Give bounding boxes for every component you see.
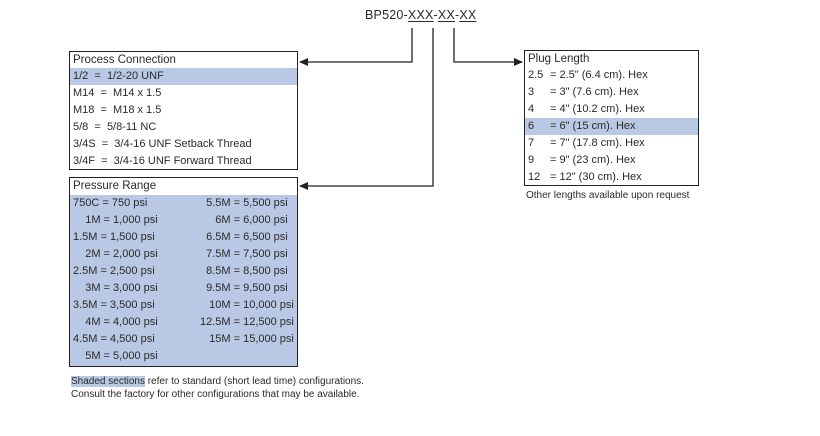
process-connection-box: Process Connection 1/2 = 1/2-20 UNF M14 =… [69, 51, 298, 170]
plug-length-option: 6 = 6" (15 cm). Hex [525, 118, 698, 135]
arrow-process-connection [299, 28, 413, 66]
process-connection-title: Process Connection [73, 54, 176, 66]
plug-length-description: = 4" (10.2 cm). Hex [550, 103, 645, 115]
plug-length-option: 7 = 7" (17.8 cm). Hex [525, 135, 698, 152]
footnote: Shaded sections refer to standard (short… [71, 375, 364, 401]
plug-length-option: 9 = 9" (23 cm). Hex [525, 152, 698, 169]
plug-length-option: 4 = 4" (10.2 cm). Hex [525, 101, 698, 118]
pressure-range-option: 7.5M = 7,500 psi [200, 248, 288, 260]
arrow-plug-length [453, 28, 523, 66]
pressure-range-option: 6.5M = 6,500 psi [200, 231, 288, 243]
pressure-range-left-column: 750C = 750 psi 1M = 1,000 psi 1.5M = 1,50… [73, 195, 158, 365]
plug-length-description: = 12" (30 cm). Hex [550, 171, 642, 183]
plug-length-code: 7 [528, 137, 535, 149]
process-connection-option: 5/8 = 5/8-11 NC [73, 121, 157, 133]
plug-length-code: 9 [528, 154, 535, 166]
plug-length-description: = 3" (7.6 cm). Hex [550, 86, 639, 98]
code-dash: - [433, 8, 438, 22]
plug-length-description: = 2.5" (6.4 cm). Hex [550, 69, 648, 81]
code-segment-connection: XXX [407, 8, 434, 22]
pressure-range-option: 6M = 6,000 psi [200, 214, 288, 226]
process-connection-option: 3/4F = 3/4-16 UNF Forward Thread [73, 155, 252, 167]
plug-length-code: 4 [528, 103, 535, 115]
pressure-range-option: 1M = 1,000 psi [73, 214, 158, 226]
pressure-range-option: 4M = 4,000 psi [73, 316, 158, 328]
process-connection-option: 1/2 = 1/2-20 UNF [70, 68, 297, 85]
pressure-range-box: Pressure Range 750C = 750 psi 1M = 1,000… [69, 177, 298, 367]
pressure-range-option: 15M = 15,000 psi [200, 333, 294, 345]
plug-length-option: 12 = 12" (30 cm). Hex [525, 169, 698, 186]
pressure-range-option: 4.5M = 4,500 psi [73, 333, 155, 345]
footnote-highlight: Shaded sections [71, 376, 145, 387]
part-number-code: BP520-XXX-XX-XX [365, 8, 476, 22]
pressure-range-option: 8.5M = 8,500 psi [200, 265, 288, 277]
plug-length-box: Plug Length 2.5 = 2.5" (6.4 cm). Hex 3 = 3"… [524, 50, 699, 186]
code-segment-length: XX [459, 8, 477, 22]
pressure-range-title: Pressure Range [73, 180, 157, 192]
process-connection-option: 3/4S = 3/4-16 UNF Setback Thread [73, 138, 252, 150]
pressure-range-right-column: 5.5M = 5,500 psi 6M = 6,000 psi 6.5M = 6… [200, 195, 294, 348]
footnote-line-1-rest: refer to standard (short lead time) conf… [144, 376, 364, 387]
plug-length-code: 12 [528, 171, 541, 183]
plug-length-list: 2.5 = 2.5" (6.4 cm). Hex 3 = 3" (7.6 cm). H… [525, 67, 698, 186]
plug-length-title: Plug Length [528, 53, 590, 65]
pressure-range-option: 2.5M = 2,500 psi [73, 265, 155, 277]
plug-length-code: 6 [528, 120, 535, 132]
code-segment-pressure: XX [437, 8, 455, 22]
plug-length-description: = 6" (15 cm). Hex [550, 120, 636, 132]
pressure-range-options: 750C = 750 psi 1M = 1,000 psi 1.5M = 1,50… [70, 195, 297, 366]
pressure-range-option: 3M = 3,000 psi [73, 282, 158, 294]
pressure-range-option: 9.5M = 9,500 psi [200, 282, 288, 294]
pressure-range-option: 12.5M = 12,500 psi [200, 316, 294, 328]
footnote-line-1: Shaded sections refer to standard (short… [71, 375, 364, 388]
plug-length-code: 3 [528, 86, 535, 98]
process-connection-option: M14 = M14 x 1.5 [73, 87, 162, 99]
pressure-range-option: 750C = 750 psi [73, 197, 148, 209]
pressure-range-option: 10M = 10,000 psi [200, 299, 294, 311]
plug-length-option: 3 = 3" (7.6 cm). Hex [525, 84, 698, 101]
code-dash: - [454, 8, 460, 22]
plug-length-description: = 7" (17.8 cm). Hex [550, 137, 645, 149]
footnote-line-2: Consult the factory for other configurat… [71, 389, 360, 400]
plug-length-description: = 9" (23 cm). Hex [550, 154, 636, 166]
arrow-pressure-range [299, 28, 434, 190]
process-connection-option: M18 = M18 x 1.5 [73, 104, 162, 116]
plug-length-option: 2.5 = 2.5" (6.4 cm). Hex [525, 67, 698, 84]
pressure-range-option: 3.5M = 3,500 psi [73, 299, 155, 311]
pressure-range-option: 1.5M = 1,500 psi [73, 231, 155, 243]
code-prefix: BP520- [365, 8, 408, 22]
plug-length-code: 2.5 [528, 69, 544, 81]
pressure-range-option: 5M = 5,000 psi [73, 350, 158, 362]
plug-length-note: Other lengths available upon request [526, 190, 690, 201]
pressure-range-option: 5.5M = 5,500 psi [200, 197, 288, 209]
pressure-range-option: 2M = 2,000 psi [73, 248, 158, 260]
